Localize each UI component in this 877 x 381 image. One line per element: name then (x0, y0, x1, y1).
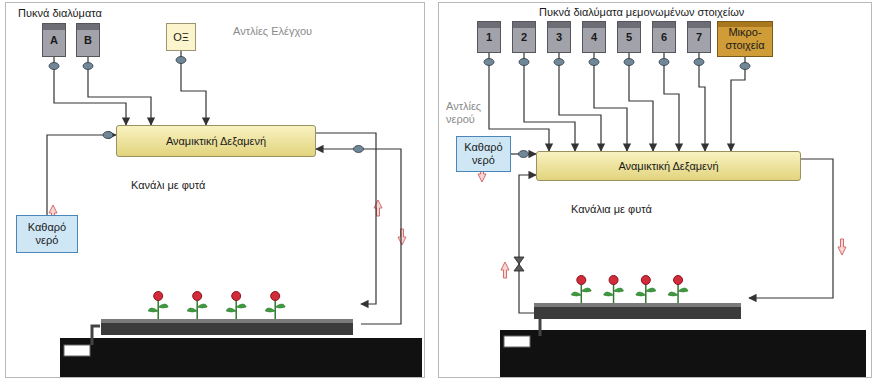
concentrate-tank: 3 (547, 21, 571, 53)
node-label: Αναμικτική Δεξαμενή (166, 135, 266, 148)
plant (668, 276, 688, 304)
pump-symbol (83, 63, 93, 70)
reservoir-outlet (504, 336, 530, 347)
node-label: 7 (696, 31, 702, 44)
pump-symbol (740, 63, 750, 70)
pump-symbol (554, 59, 564, 66)
pump-label: Αντλίες νερού (446, 100, 510, 126)
drain-pipe (539, 318, 542, 336)
concentrate-tank: A (42, 23, 66, 57)
reservoir-outlet (64, 345, 90, 356)
concentrate-tank: 7 (687, 21, 711, 53)
acid-tank: ΟΞ (166, 23, 196, 51)
node-label: 5 (626, 31, 632, 44)
clean-water-tank: Καθαρό νερό (16, 215, 78, 253)
pump-symbol (484, 59, 494, 66)
node-label: 4 (591, 31, 597, 44)
mixing-tank: Αναμικτική Δεξαμενή (536, 151, 801, 181)
channel-bar (101, 319, 353, 335)
plant (226, 292, 246, 320)
ground (500, 330, 866, 378)
pump-symbol (103, 132, 113, 139)
node-label: Καθαρό νερό (460, 141, 507, 167)
flow-arrow (398, 229, 406, 245)
flow-arrow (374, 200, 382, 216)
ground (60, 338, 422, 378)
pipe-connector (731, 57, 745, 151)
node-label: 2 (521, 31, 527, 44)
node-label: B (84, 34, 92, 47)
plant (187, 292, 207, 320)
pipe-connector (316, 133, 376, 304)
node-label: A (50, 34, 58, 47)
flow-arrow (838, 239, 846, 255)
valve-symbol (514, 257, 524, 271)
pipe-connector (47, 135, 116, 215)
concentrate-tank: 6 (652, 21, 676, 53)
pump-symbol (519, 59, 529, 66)
pipe-connector (559, 53, 601, 151)
channel-illustration (534, 203, 749, 323)
panel-heading: Πυκνά διαλύματα (18, 7, 102, 20)
panel-frame: Πυκνά διαλύματαA B ΟΞ Αναμικτική ΔεξαμενήΚα… (5, 2, 425, 378)
channel-rim (101, 319, 353, 323)
pipe-connector (519, 175, 536, 313)
pump-symbol (624, 59, 634, 66)
pipe-connector (316, 149, 401, 324)
plant-channel: Κανάλια με φυτά (534, 203, 749, 323)
pipe-connector (699, 53, 705, 151)
node-label: Κανάλι με φυτά (131, 179, 205, 192)
pipe-connector (88, 57, 151, 125)
channel-rim (534, 303, 741, 307)
concentrate-tank: 5 (617, 21, 641, 53)
node-label: Μικρο- στοιχεία (721, 26, 769, 52)
concentrate-tank: B (76, 23, 100, 57)
drain-pipe (92, 326, 100, 345)
pump-symbol (659, 59, 669, 66)
pipe-connector (524, 53, 575, 151)
plant-channel: Κανάλι με φυτά (101, 179, 361, 339)
node-label: Καθαρό νερό (20, 221, 74, 247)
mixing-tank: Αναμικτική Δεξαμενή (116, 125, 316, 157)
concentrate-tank: 2 (512, 21, 536, 53)
node-label: Αναμικτική Δεξαμενή (618, 160, 718, 173)
concentrate-tank: 1 (477, 21, 501, 53)
channel-illustration (101, 179, 361, 339)
node-label: 3 (556, 31, 562, 44)
pump-symbol (176, 57, 186, 64)
node-label: 6 (661, 31, 667, 44)
flow-arrow (501, 262, 509, 278)
plant (636, 276, 656, 304)
concentrate-tank: 4 (582, 21, 606, 53)
pipe-connector (54, 57, 126, 125)
panel-frame: Πυκνά διαλύματα μεμονωμένων στοιχείων 1 2 3… (438, 2, 872, 378)
plant (148, 292, 168, 320)
node-label: 1 (486, 31, 492, 44)
channel-bar (534, 303, 741, 319)
pipe-connector (594, 53, 627, 151)
pump-label: Αντλίες Ελέγχου (233, 25, 312, 38)
pipe-connector (664, 53, 679, 151)
plant (571, 276, 591, 304)
pump-symbol (694, 59, 704, 66)
pump-symbol (519, 151, 529, 158)
panel-heading: Πυκνά διαλύματα μεμονωμένων στοιχείων (539, 6, 744, 19)
pipe-connector (629, 53, 653, 151)
clean-water-tank: Καθαρό νερό (456, 136, 511, 172)
pump-symbol (49, 63, 59, 70)
pump-symbol (354, 146, 364, 153)
micronutrient-tank: Μικρο- στοιχεία (717, 21, 773, 57)
node-label: Κανάλια με φυτά (571, 203, 652, 216)
plant (604, 276, 624, 304)
plant (265, 292, 285, 320)
node-label: ΟΞ (173, 31, 189, 44)
pump-symbol (589, 59, 599, 66)
